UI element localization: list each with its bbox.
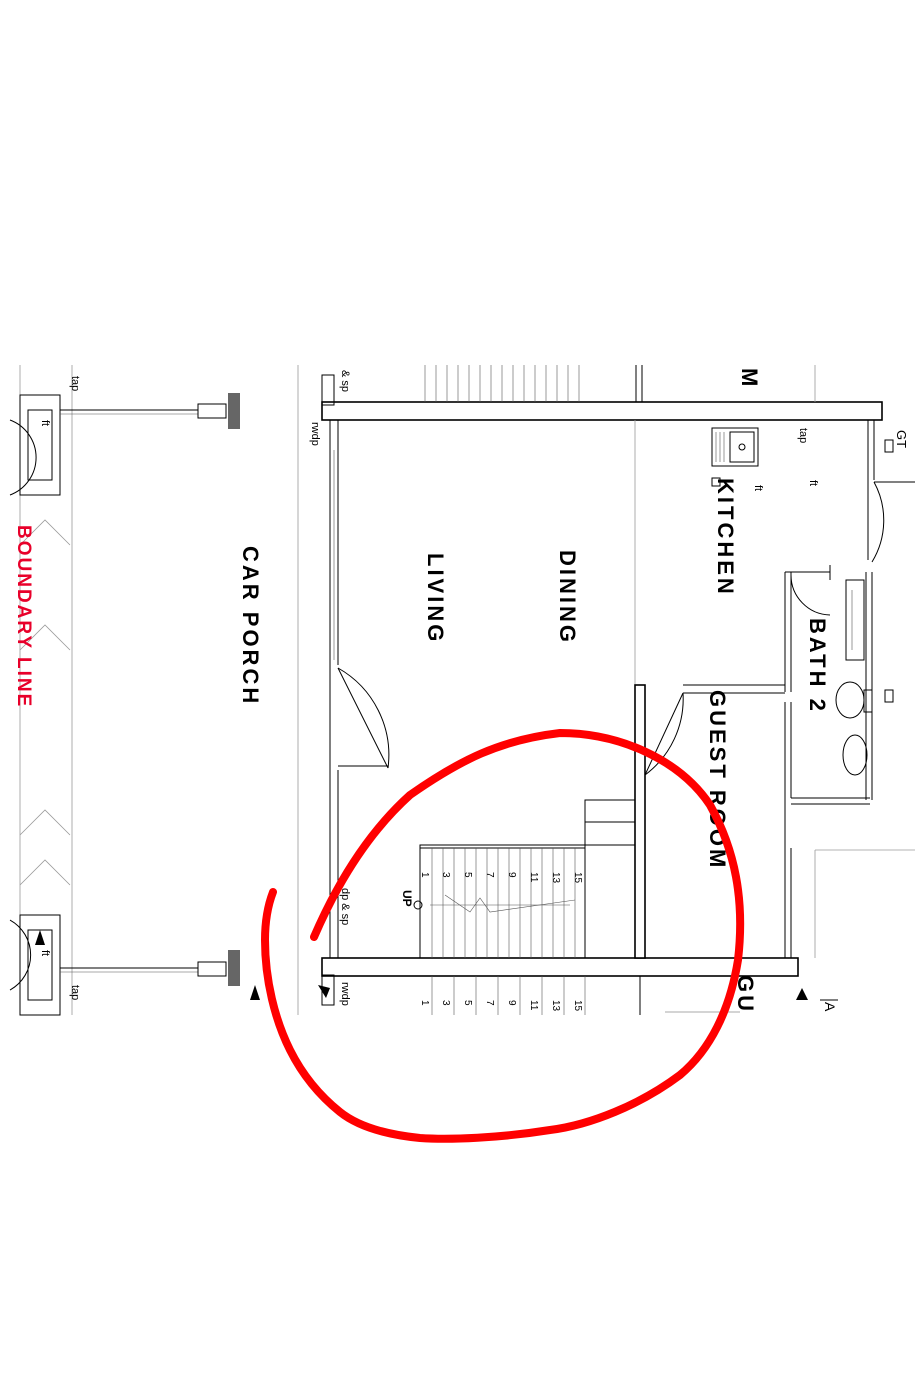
rwdp-label-bottom: rwdp (339, 982, 351, 1006)
stair-number: 13 (550, 1000, 561, 1012)
arrow-markers (35, 930, 808, 1000)
right-side-walls (639, 365, 915, 1015)
gate-post-bottom (9, 914, 240, 1016)
boundary-area: BOUNDARY LINE tap ft tap ft (9, 365, 240, 1016)
kitchen-sink (711, 427, 759, 487)
stair-up-label: UP (400, 890, 414, 907)
stair-number: 1 (419, 1000, 430, 1006)
gate-post-top (9, 393, 240, 496)
stair-number: 15 (572, 1000, 583, 1012)
ft-label-top: ft (39, 420, 51, 426)
front-wall (321, 374, 339, 1006)
room-label-dining: DINING (555, 550, 580, 645)
stair-risers-lower (431, 976, 586, 1015)
tap-label-bottom: tap (69, 985, 81, 1000)
stair-numbers-upper: 1 3 5 7 9 11 13 15 (419, 872, 583, 884)
stair-number: 11 (528, 872, 539, 883)
rwdp-label-top: rwdp (309, 422, 321, 446)
staircase: UP (400, 799, 636, 1015)
stair-number: 5 (462, 872, 473, 878)
gt-label: GT (894, 430, 909, 448)
stair-number: 1 (419, 872, 430, 878)
stair-number: 3 (440, 1000, 451, 1006)
stair-number: 5 (462, 1000, 473, 1006)
boundary-line-label: BOUNDARY LINE (13, 525, 34, 708)
stair-risers-upper (431, 848, 576, 958)
ft-label-kitchen-2: ft (752, 485, 764, 491)
room-label-car-porch: CAR PORCH (238, 546, 263, 706)
stair-number: 13 (550, 872, 561, 884)
upper-stair-lines (424, 365, 580, 402)
tap-label-kitchen: tap (797, 428, 809, 443)
stair-number: 7 (484, 1000, 495, 1006)
plan-drawing: BOUNDARY LINE tap ft tap ft (9, 365, 915, 1016)
tap-label-top: tap (69, 376, 81, 391)
stair-number: 9 (506, 872, 517, 878)
sp-label-top: & sp (339, 370, 351, 392)
entry-door (337, 667, 390, 769)
stair-number: 7 (484, 872, 495, 878)
room-label-kitchen: KITCHEN (713, 478, 738, 597)
stair-number: 15 (572, 872, 583, 884)
room-label-living: LIVING (423, 553, 448, 644)
ft-label-bottom: ft (39, 950, 51, 956)
bath2-walls (784, 565, 873, 848)
cut-label-a: A (822, 1002, 838, 1012)
room-label-bath2: BATH 2 (805, 618, 830, 714)
bath2-fixtures (835, 579, 894, 776)
wall-bottom (321, 957, 799, 977)
wall-top (321, 401, 883, 421)
stair-number: 9 (506, 1000, 517, 1006)
sp-label-bottom: dp & sp (339, 888, 351, 925)
cut-label-m: M (737, 368, 762, 389)
ft-label-kitchen: ft (807, 480, 819, 486)
stair-number: 3 (440, 872, 451, 878)
stair-numbers-lower: 1 3 5 7 9 11 13 15 (419, 1000, 583, 1012)
stair-number: 11 (528, 1000, 539, 1011)
red-annotation-circle (261, 729, 745, 1143)
